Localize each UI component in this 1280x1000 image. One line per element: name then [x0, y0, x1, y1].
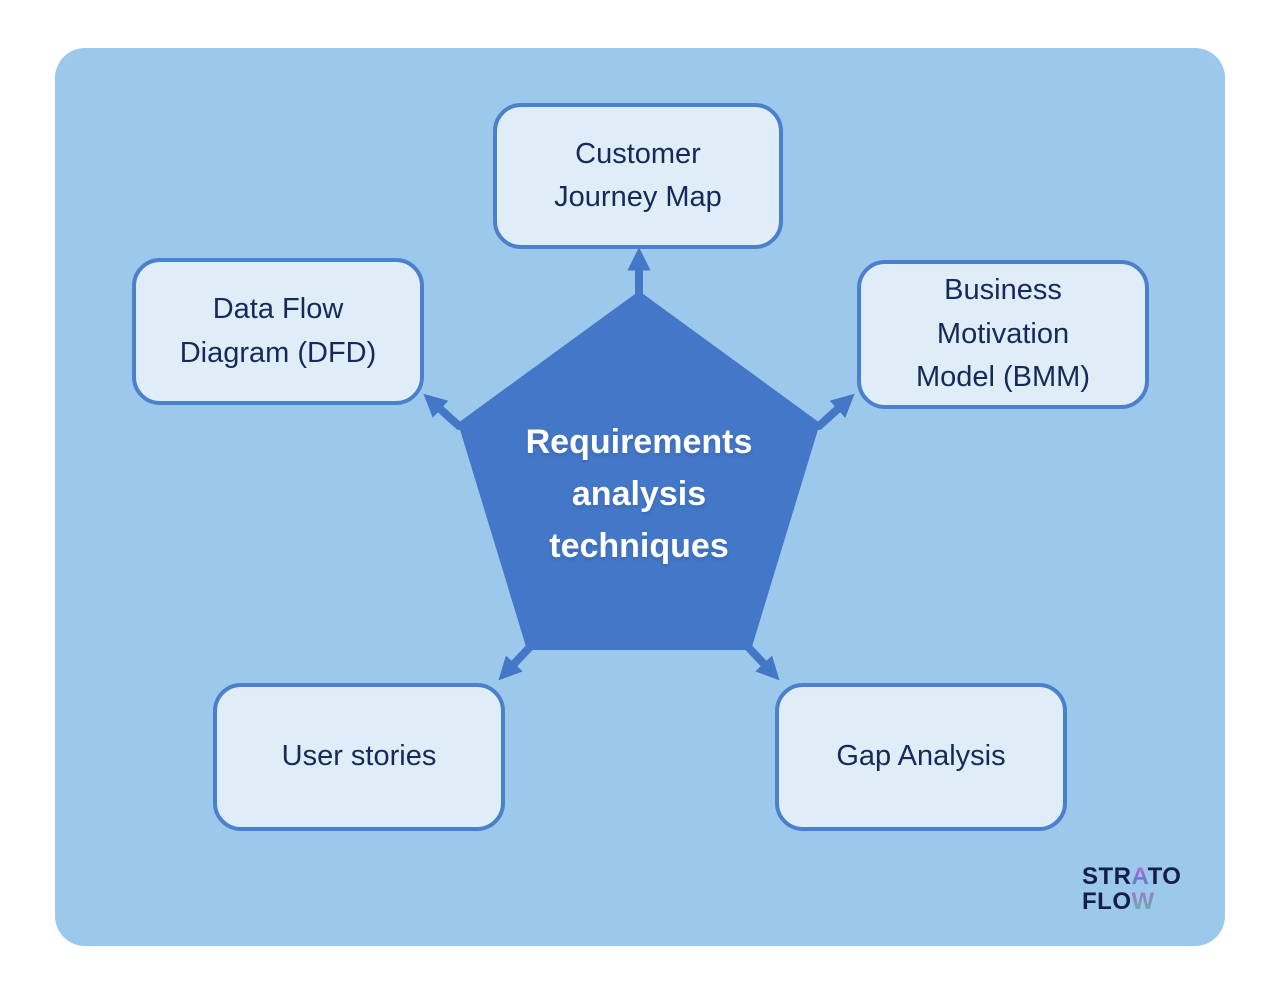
logo-line-strato: STRATO: [1082, 864, 1181, 889]
node-customer-journey-map: Customer Journey Map: [493, 103, 783, 249]
logo-accent-w: W: [1131, 888, 1155, 915]
node-business-motivation-model-label: Business Motivation Model (BMM): [915, 274, 1090, 394]
pentagon-title: Requirements analysis techniques: [525, 423, 753, 565]
pentagon-shape: [458, 291, 820, 650]
node-gap-analysis: Gap Analysis: [775, 683, 1067, 831]
node-data-flow-diagram-label: Data Flow Diagram (DFD): [179, 293, 377, 369]
node-gap-analysis-label: Gap Analysis: [836, 740, 1006, 773]
logo-text-to: TO: [1147, 863, 1182, 890]
node-data-flow-diagram: Data Flow Diagram (DFD): [132, 258, 424, 405]
stratoflow-logo: STRATO FLOW: [1082, 864, 1181, 914]
arrow-to-data-flow-diagram-icon: [423, 393, 463, 430]
node-user-stories-label: User stories: [281, 740, 437, 773]
logo-line-flow: FLOW: [1082, 889, 1181, 914]
arrow-to-business-motivation-model-icon: [815, 393, 855, 430]
node-user-stories: User stories: [213, 683, 505, 831]
logo-accent-a: A: [1131, 863, 1148, 890]
node-customer-journey-map-label: Customer Journey Map: [554, 137, 722, 214]
arrow-to-gap-analysis-icon: [745, 644, 780, 681]
logo-text-str: STR: [1082, 863, 1132, 890]
logo-text-flo: FLO: [1082, 888, 1132, 915]
arrow-to-user-stories-icon: [498, 644, 533, 681]
node-business-motivation-model: Business Motivation Model (BMM): [857, 260, 1149, 409]
